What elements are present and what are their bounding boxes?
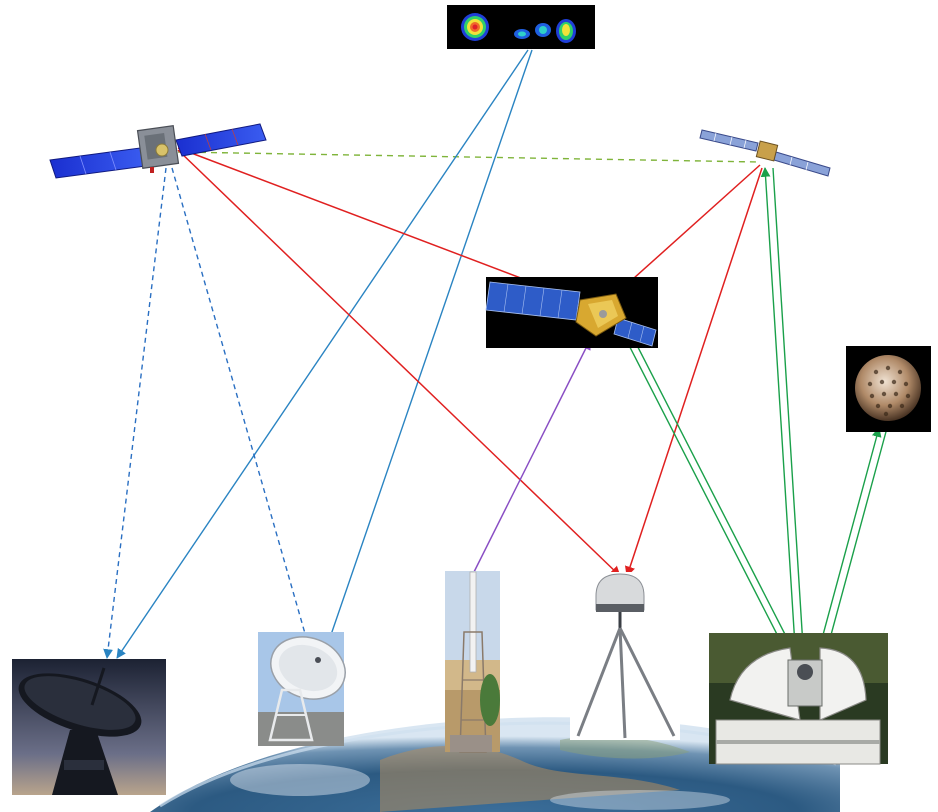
slr-to-lageos (817, 427, 888, 647)
gnss-satellite-link (177, 151, 761, 163)
radio-source-icon (447, 5, 595, 49)
gnss-right-to-receiver (624, 167, 763, 577)
beacon-antenna-icon (445, 571, 500, 753)
gnss-left-to-receiver (177, 149, 621, 577)
spacecraft-icon (485, 277, 658, 348)
quasar-to-vlbi-small (321, 49, 533, 659)
radio-telescope-icon (258, 632, 346, 746)
earth-backdrop (150, 717, 840, 812)
gnss-left-to-vlbi-small (171, 167, 315, 659)
laser-reflector-sphere-icon (846, 346, 931, 432)
quasar-to-vlbi-large (116, 49, 529, 659)
gnss-left-to-vlbi-large (103, 167, 167, 659)
gnss-receiver-icon (570, 572, 680, 740)
radio-telescope-icon (12, 659, 166, 795)
slr-to-gnss-right (760, 167, 804, 647)
satellite-icon (699, 129, 831, 177)
beacon-to-spacecraft (473, 339, 591, 573)
laser-ranging-telescope-icon (709, 633, 888, 765)
satellite-icon (49, 123, 267, 179)
